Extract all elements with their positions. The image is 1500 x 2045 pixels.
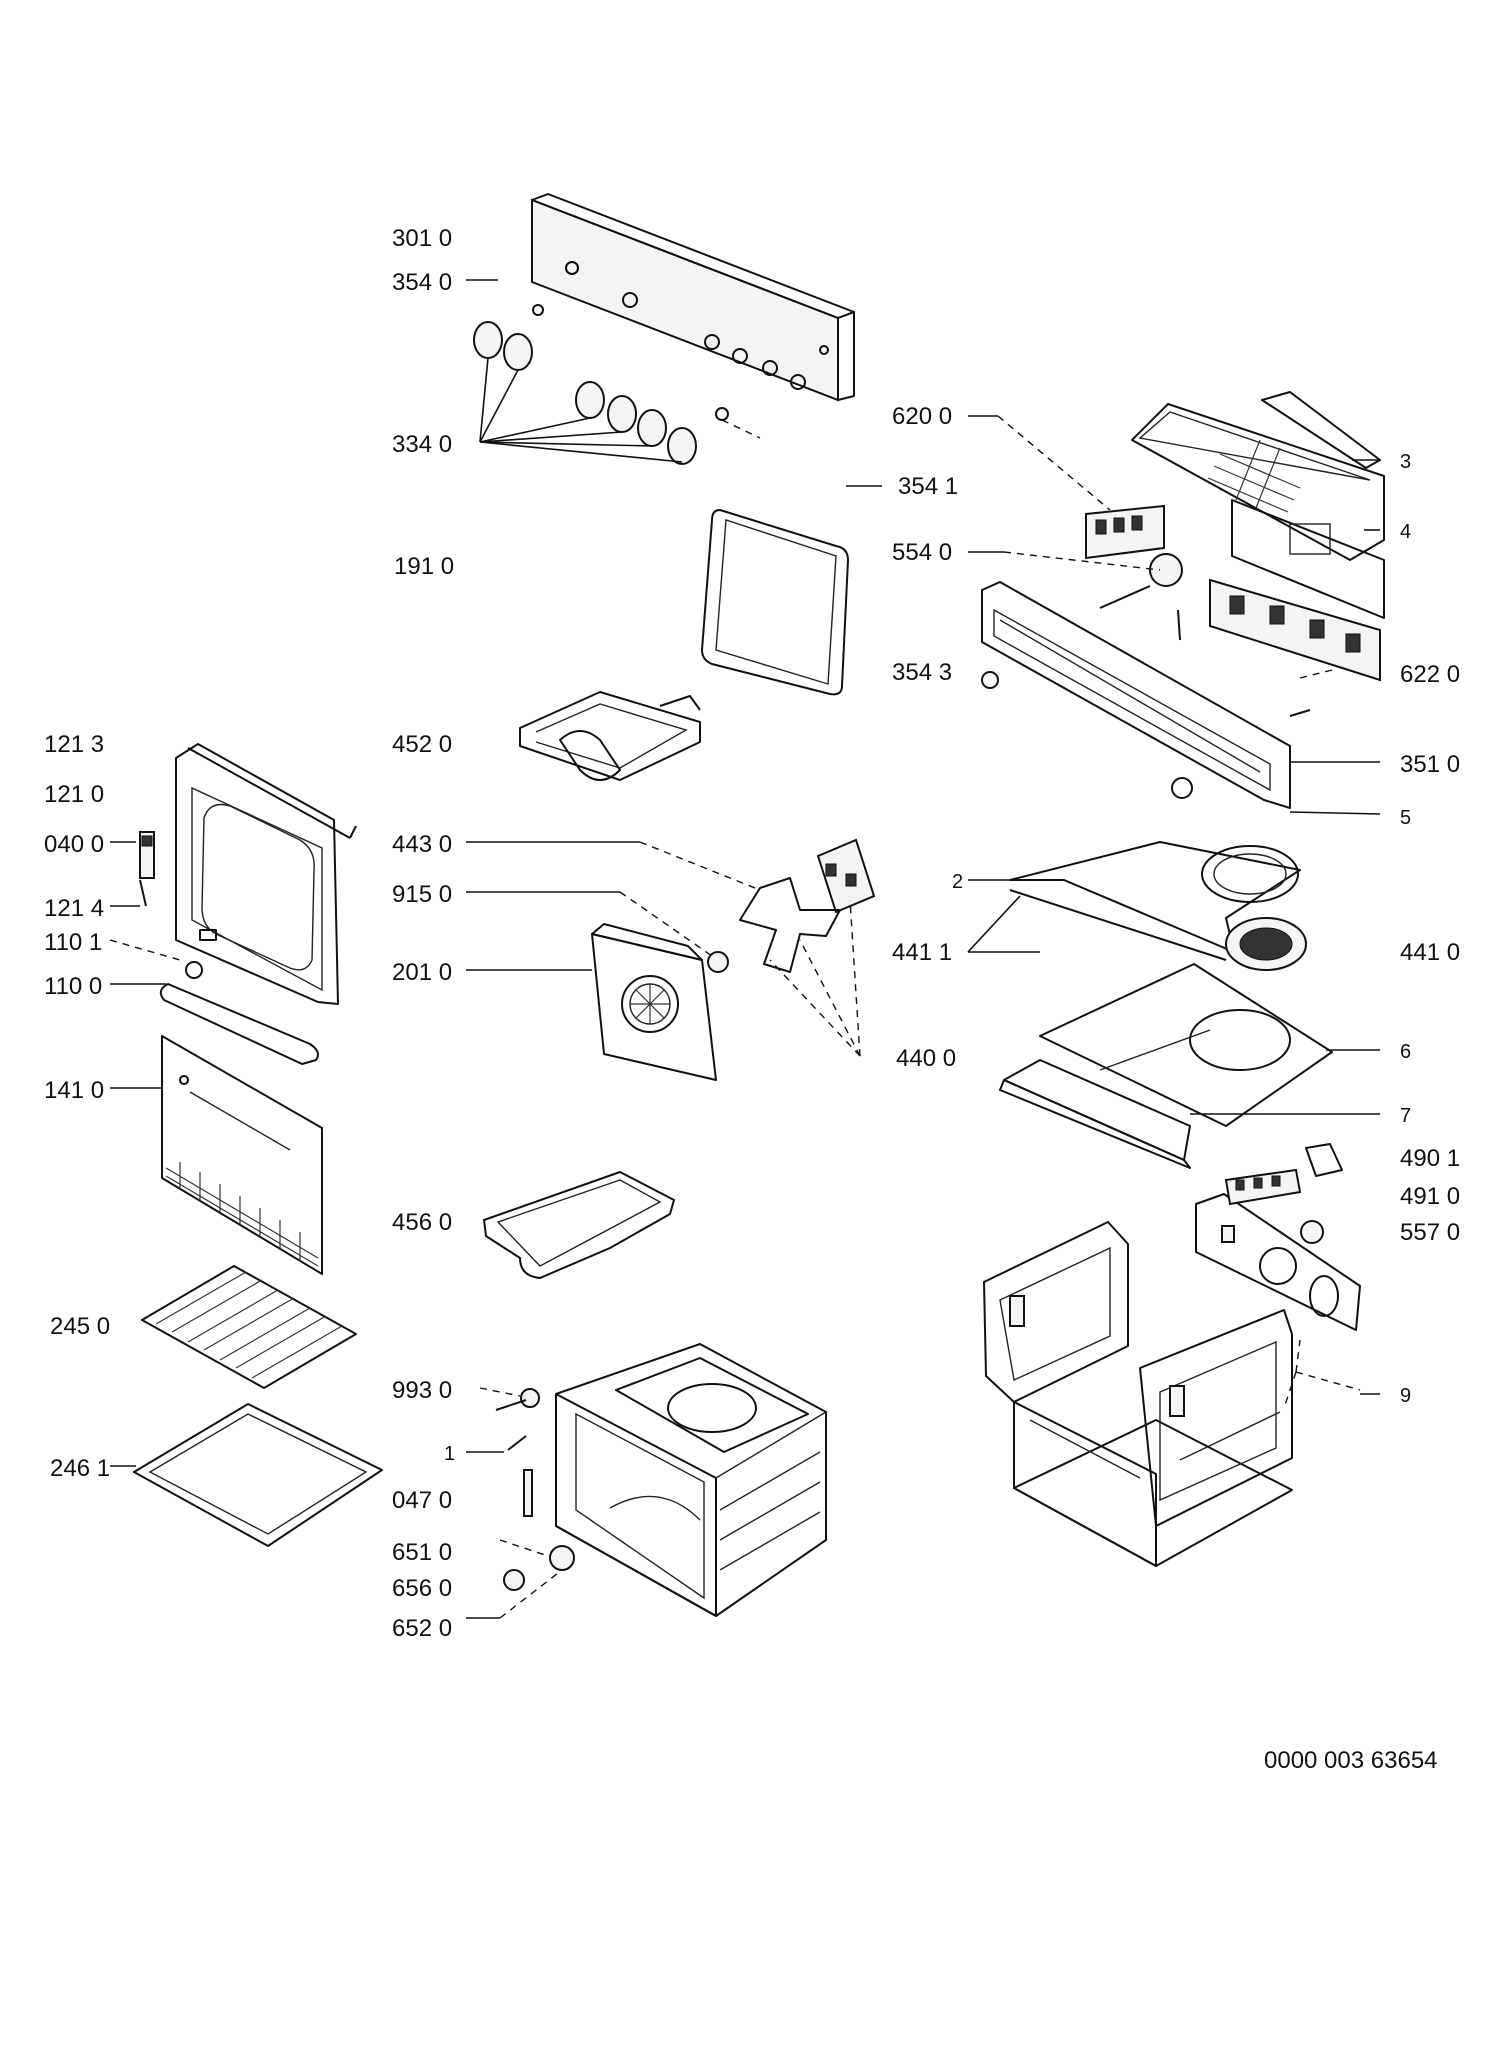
- cable-clip-part: [1305, 1143, 1343, 1177]
- callout-6: 6: [1400, 1041, 1411, 1063]
- callout-490-1: 490 1: [1400, 1145, 1460, 1172]
- switch-part: [1300, 1220, 1324, 1244]
- callout-452-0: 452 0: [392, 731, 452, 758]
- deflector-part: [999, 1059, 1191, 1169]
- fan-blade-part: [707, 877, 841, 973]
- callout-456-0: 456 0: [392, 1209, 452, 1236]
- callout-3: 3: [1400, 451, 1411, 473]
- callout-191-0: 191 0: [394, 553, 454, 580]
- door-handle-part: [159, 929, 319, 1065]
- fan-motor-part: [816, 838, 876, 914]
- callout-1: 1: [444, 1443, 455, 1465]
- diagram-reference-number: 0000 003 63654: [1264, 1747, 1438, 1774]
- callout-557-0: 557 0: [1400, 1219, 1460, 1246]
- callout-047-0: 047 0: [392, 1487, 452, 1514]
- thermostat-part: [1099, 553, 1183, 641]
- callout-110-1: 110 1: [44, 929, 102, 956]
- callout-443-0: 443 0: [392, 831, 452, 858]
- knob-parts: [473, 304, 729, 465]
- chassis-part: [983, 1221, 1293, 1567]
- callout-354-3: 354 3: [892, 659, 952, 686]
- side-control-panel-part: [1195, 1193, 1361, 1331]
- callout-354-1: 354 1: [898, 473, 958, 500]
- callout-441-1: 441 1: [892, 939, 952, 966]
- rear-panel-part: [591, 923, 717, 1081]
- relay-board-part: [1085, 504, 1165, 560]
- door-handle-bracket-part: [139, 831, 155, 907]
- callout-651-0: 651 0: [392, 1539, 452, 1566]
- lamp-parts: [495, 1388, 575, 1591]
- callout-351-0: 351 0: [1400, 751, 1460, 778]
- cooling-fan-part: [1225, 917, 1307, 971]
- callout-9: 9: [1400, 1385, 1411, 1407]
- callout-440-0: 440 0: [896, 1045, 956, 1072]
- air-duct-part: [1009, 841, 1301, 961]
- programmer-module-part: [1209, 578, 1381, 682]
- callout-993-0: 993 0: [392, 1377, 452, 1404]
- callout-441-0: 441 0: [1400, 939, 1460, 966]
- callout-246-1: 246 1: [50, 1455, 110, 1482]
- callout-110-0: 110 0: [44, 973, 102, 1000]
- upper-heating-element-part: [519, 691, 701, 781]
- callout-915-0: 915 0: [392, 881, 452, 908]
- callout-labels: 301 0 354 0 334 0 354 1 191 0 620 0 3 4 …: [44, 225, 1460, 1774]
- callout-656-0: 656 0: [392, 1575, 452, 1602]
- callout-121-3: 121 3: [44, 731, 104, 758]
- callout-4: 4: [1400, 521, 1411, 543]
- outer-door-glass-part: [161, 1035, 323, 1275]
- callout-201-0: 201 0: [392, 959, 452, 986]
- callout-301-0: 301 0: [392, 225, 452, 252]
- baking-tray-part: [133, 1403, 383, 1547]
- callout-121-0: 121 0: [44, 781, 104, 808]
- callout-141-0: 141 0: [44, 1077, 104, 1104]
- callout-554-0: 554 0: [892, 539, 952, 566]
- callout-620-0: 620 0: [892, 403, 952, 430]
- oven-rack-part: [141, 1265, 357, 1389]
- callout-121-4: 121 4: [44, 895, 104, 922]
- control-panel-part: [531, 193, 855, 402]
- callout-245-0: 245 0: [50, 1313, 110, 1340]
- leader-lines: [109, 279, 1381, 1619]
- callout-622-0: 622 0: [1400, 661, 1460, 688]
- callout-040-0: 040 0: [44, 831, 104, 858]
- callout-652-0: 652 0: [392, 1615, 452, 1642]
- callout-2: 2: [952, 871, 963, 893]
- door-gasket-part: [701, 509, 849, 696]
- door-inner-frame-part: [175, 743, 357, 1005]
- terminal-block-part: [1224, 1168, 1302, 1206]
- lower-heating-element-part: [483, 1171, 675, 1279]
- callout-354-0: 354 0: [392, 269, 452, 296]
- front-frame-part: [981, 581, 1311, 809]
- callout-7: 7: [1400, 1105, 1411, 1127]
- top-plate-part: [1039, 963, 1333, 1127]
- top-cover-part: [1131, 391, 1385, 619]
- callout-5: 5: [1400, 807, 1411, 829]
- oven-cavity-part: [555, 1343, 827, 1617]
- callout-491-0: 491 0: [1400, 1183, 1460, 1210]
- callout-334-0: 334 0: [392, 431, 452, 458]
